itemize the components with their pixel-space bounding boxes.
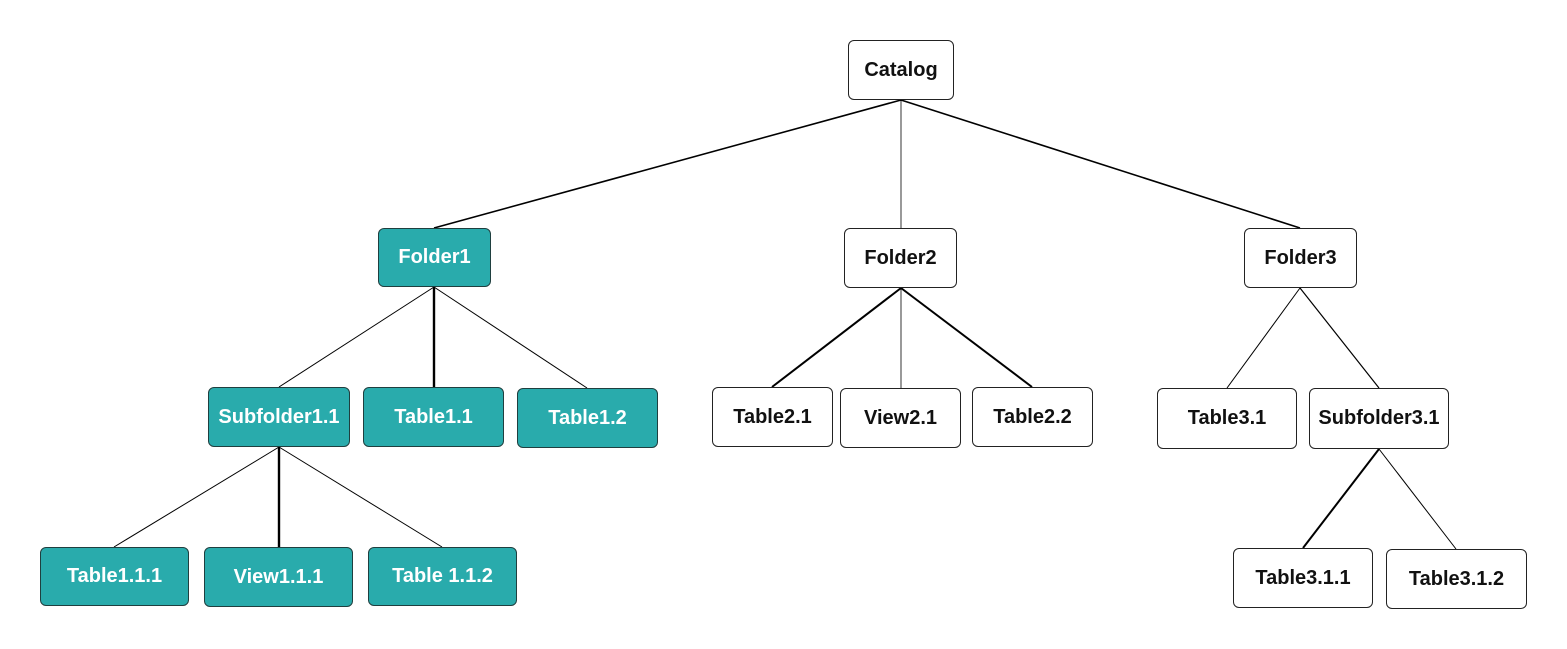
node-label: Table3.1 <box>1187 407 1267 429</box>
node-view2-1[interactable]: View2.1 <box>840 388 961 448</box>
edge-subfolder11-table111 <box>113 446 280 548</box>
node-table1-2[interactable]: Table1.2 <box>517 388 658 448</box>
node-label: Table3.1.2 <box>1408 567 1505 590</box>
edge-folder3-table31 <box>1226 287 1301 389</box>
node-label: Folder1 <box>398 246 471 268</box>
node-table2-1[interactable]: Table2.1 <box>712 387 833 447</box>
node-label: Table1.2 <box>548 406 627 429</box>
node-table1-1-2[interactable]: Table 1.1.2 <box>368 547 517 606</box>
node-table1-1[interactable]: Table1.1 <box>363 387 504 447</box>
edge-catalog-folder3 <box>900 99 1301 229</box>
node-table3-1-1[interactable]: Table3.1.1 <box>1233 548 1373 608</box>
node-table1-1-1[interactable]: Table1.1.1 <box>40 547 189 606</box>
edge-subfolder11-table112 <box>278 446 443 548</box>
node-label: Table3.1.1 <box>1255 566 1351 589</box>
node-label: Subfolder1.1 <box>218 405 340 428</box>
edge-folder1-subfolder11 <box>278 286 435 388</box>
edge-folder1-table12 <box>433 286 588 389</box>
edge-folder2-table21 <box>771 287 902 388</box>
edge-subfolder31-table312 <box>1378 448 1457 550</box>
node-table3-1-2[interactable]: Table3.1.2 <box>1386 549 1527 609</box>
node-folder2[interactable]: Folder2 <box>844 228 957 288</box>
node-label: Subfolder3.1 <box>1318 407 1440 429</box>
node-label: View2.1 <box>863 406 938 429</box>
node-folder3[interactable]: Folder3 <box>1244 228 1357 288</box>
node-table2-2[interactable]: Table2.2 <box>972 387 1093 447</box>
node-view1-1-1[interactable]: View1.1.1 <box>204 547 353 607</box>
node-label: Catalog <box>864 58 938 81</box>
node-label: View1.1.1 <box>233 565 324 588</box>
node-subfolder1-1[interactable]: Subfolder1.1 <box>208 387 350 447</box>
edge-folder3-subfolder31 <box>1299 287 1380 389</box>
node-table3-1[interactable]: Table3.1 <box>1157 388 1297 449</box>
edge-subfolder31-table311 <box>1302 448 1380 549</box>
edge-folder2-table22 <box>900 287 1033 388</box>
node-label: Folder3 <box>1264 246 1337 269</box>
node-subfolder3-1[interactable]: Subfolder3.1 <box>1309 388 1449 449</box>
node-label: Table1.1.1 <box>66 565 163 587</box>
node-label: Table1.1 <box>394 405 473 428</box>
node-label: Folder2 <box>864 246 937 269</box>
edge-catalog-folder1 <box>433 99 902 229</box>
node-label: Table2.1 <box>733 405 812 428</box>
node-label: Table 1.1.2 <box>392 565 493 587</box>
node-folder1[interactable]: Folder1 <box>378 228 491 287</box>
node-label: Table2.2 <box>993 405 1072 428</box>
node-catalog[interactable]: Catalog <box>848 40 954 100</box>
